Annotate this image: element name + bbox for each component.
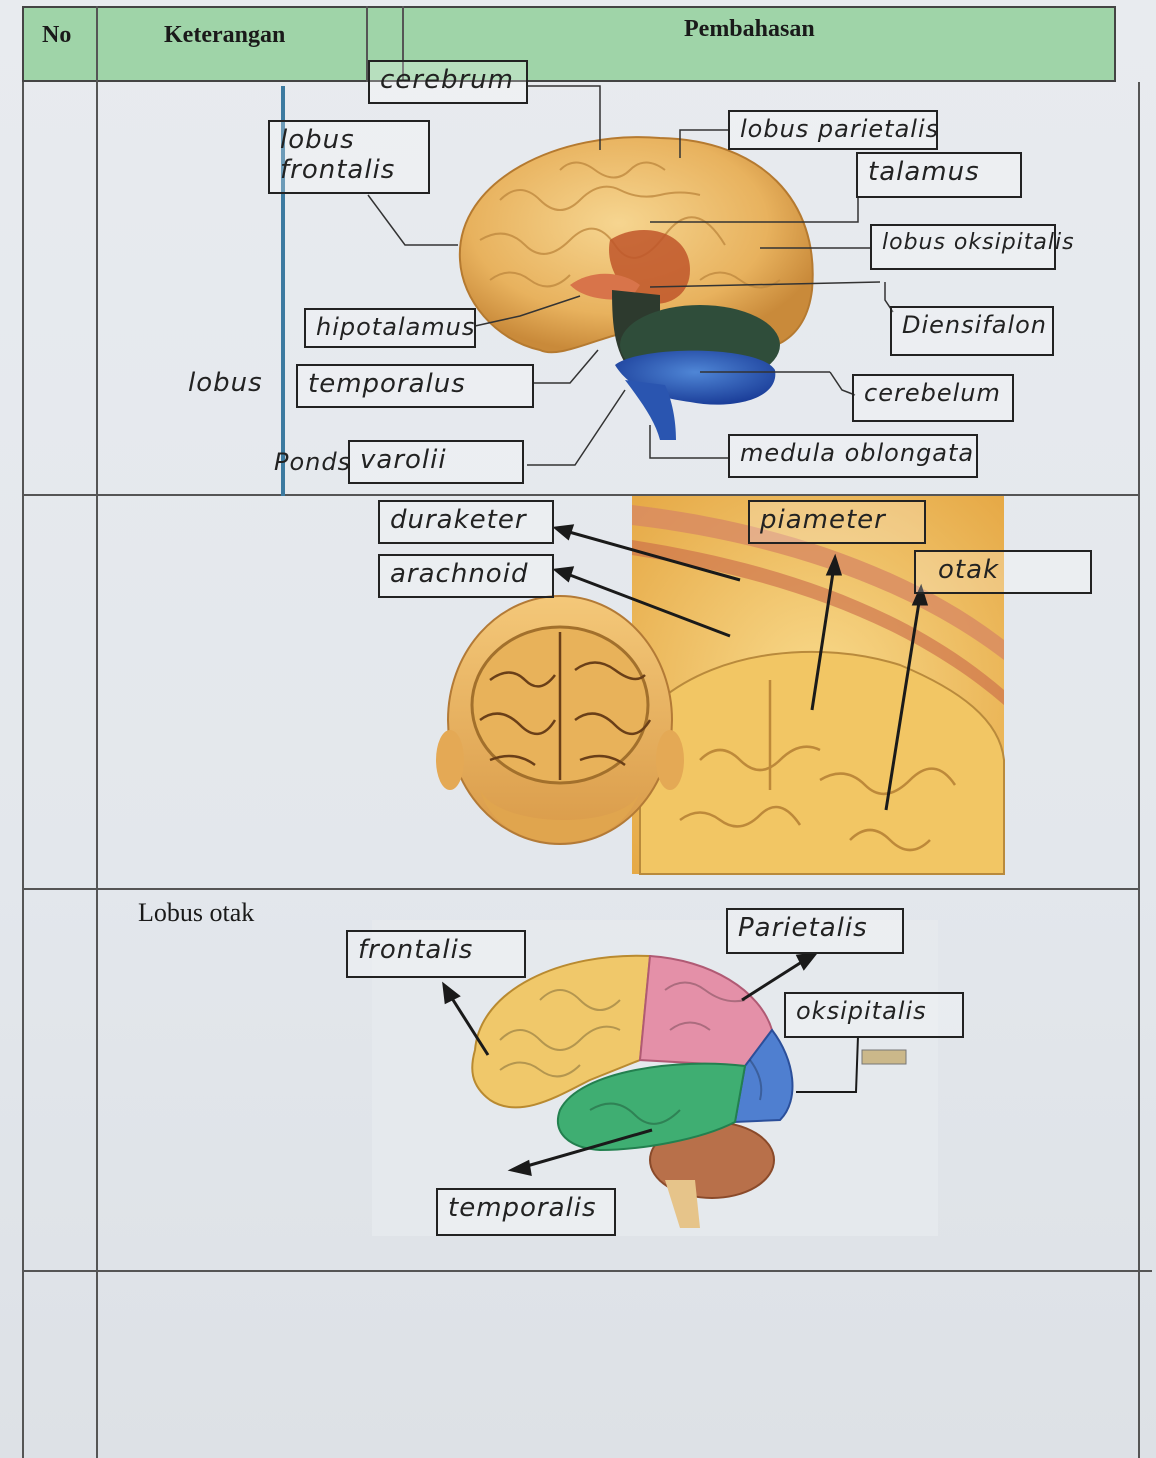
label-parietalis: Parietalis (728, 910, 902, 948)
label-box-temporalis: temporalis (436, 1188, 616, 1236)
label-frontalis: frontalis (348, 932, 524, 970)
label-box-frontalis: frontalis (346, 930, 526, 978)
label-temporalis: temporalis (438, 1190, 614, 1228)
label-box-parietalis: Parietalis (726, 908, 904, 954)
label-oksipitalis: oksipitalis (786, 994, 962, 1030)
body-tag-placeholder (862, 1050, 906, 1064)
label-box-oksipitalis: oksipitalis (784, 992, 964, 1038)
